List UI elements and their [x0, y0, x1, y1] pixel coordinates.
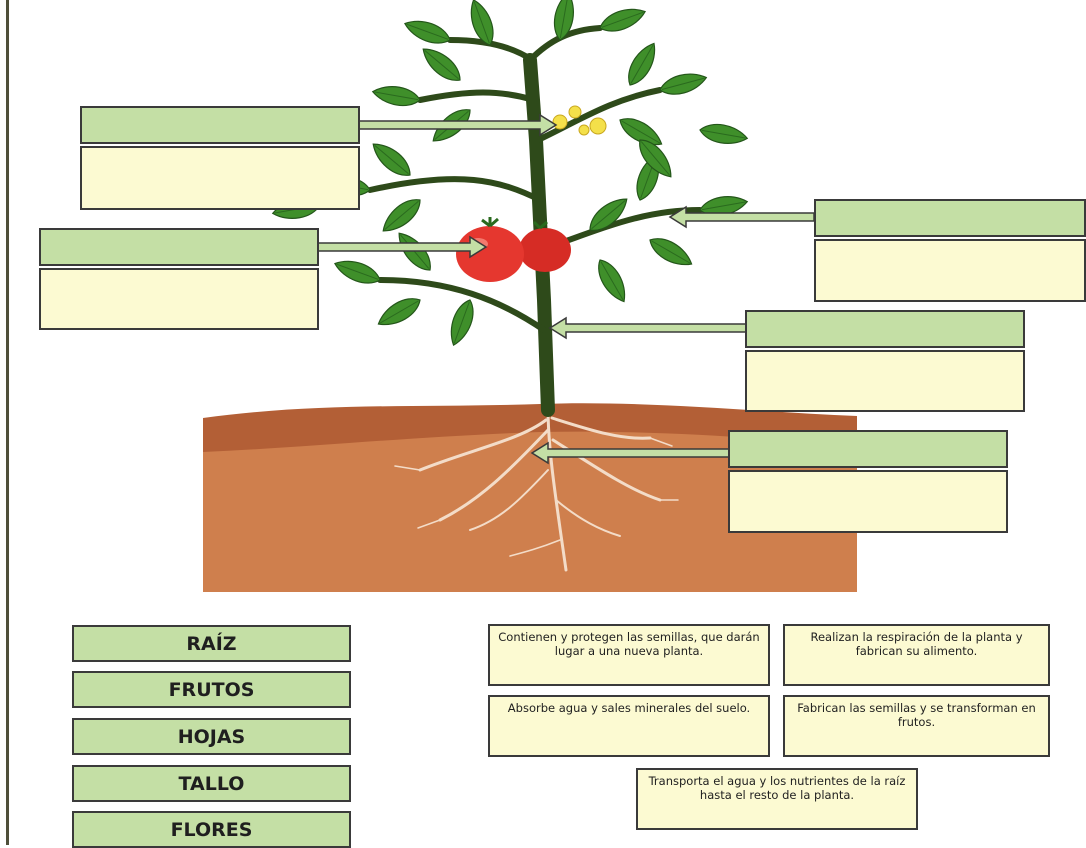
- fruit-answer-box[interactable]: [39, 268, 319, 330]
- stem-label-box[interactable]: [745, 310, 1025, 348]
- word-card-flores[interactable]: FLORES: [72, 811, 351, 848]
- description-card-stem[interactable]: Transporta el agua y los nutrientes de l…: [636, 768, 918, 830]
- root-answer-box[interactable]: [728, 470, 1008, 533]
- pointer-arrows: [317, 113, 815, 465]
- description-card-flowers[interactable]: Fabrican las semillas y se transforman e…: [783, 695, 1050, 757]
- stem: [523, 53, 555, 417]
- leaf-answer-box[interactable]: [814, 239, 1086, 302]
- flower-label-box[interactable]: [80, 106, 360, 144]
- description-card-root[interactable]: Absorbe agua y sales minerales del suelo…: [488, 695, 770, 757]
- leaf-label-box[interactable]: [814, 199, 1086, 237]
- root-label-box[interactable]: [728, 430, 1008, 468]
- fruit-label-box[interactable]: [39, 228, 319, 266]
- description-card-fruits[interactable]: Contienen y protegen las semillas, que d…: [488, 624, 770, 686]
- flower-answer-box[interactable]: [80, 146, 360, 210]
- stem-answer-box[interactable]: [745, 350, 1025, 412]
- roots: [394, 406, 679, 572]
- word-card-raiz[interactable]: RAÍZ: [72, 625, 351, 662]
- description-card-leaves[interactable]: Realizan la respiración de la planta y f…: [783, 624, 1050, 686]
- word-card-frutos[interactable]: FRUTOS: [72, 671, 351, 708]
- word-card-tallo[interactable]: TALLO: [72, 765, 351, 802]
- word-card-hojas[interactable]: HOJAS: [72, 718, 351, 755]
- page-border-line: [6, 0, 9, 845]
